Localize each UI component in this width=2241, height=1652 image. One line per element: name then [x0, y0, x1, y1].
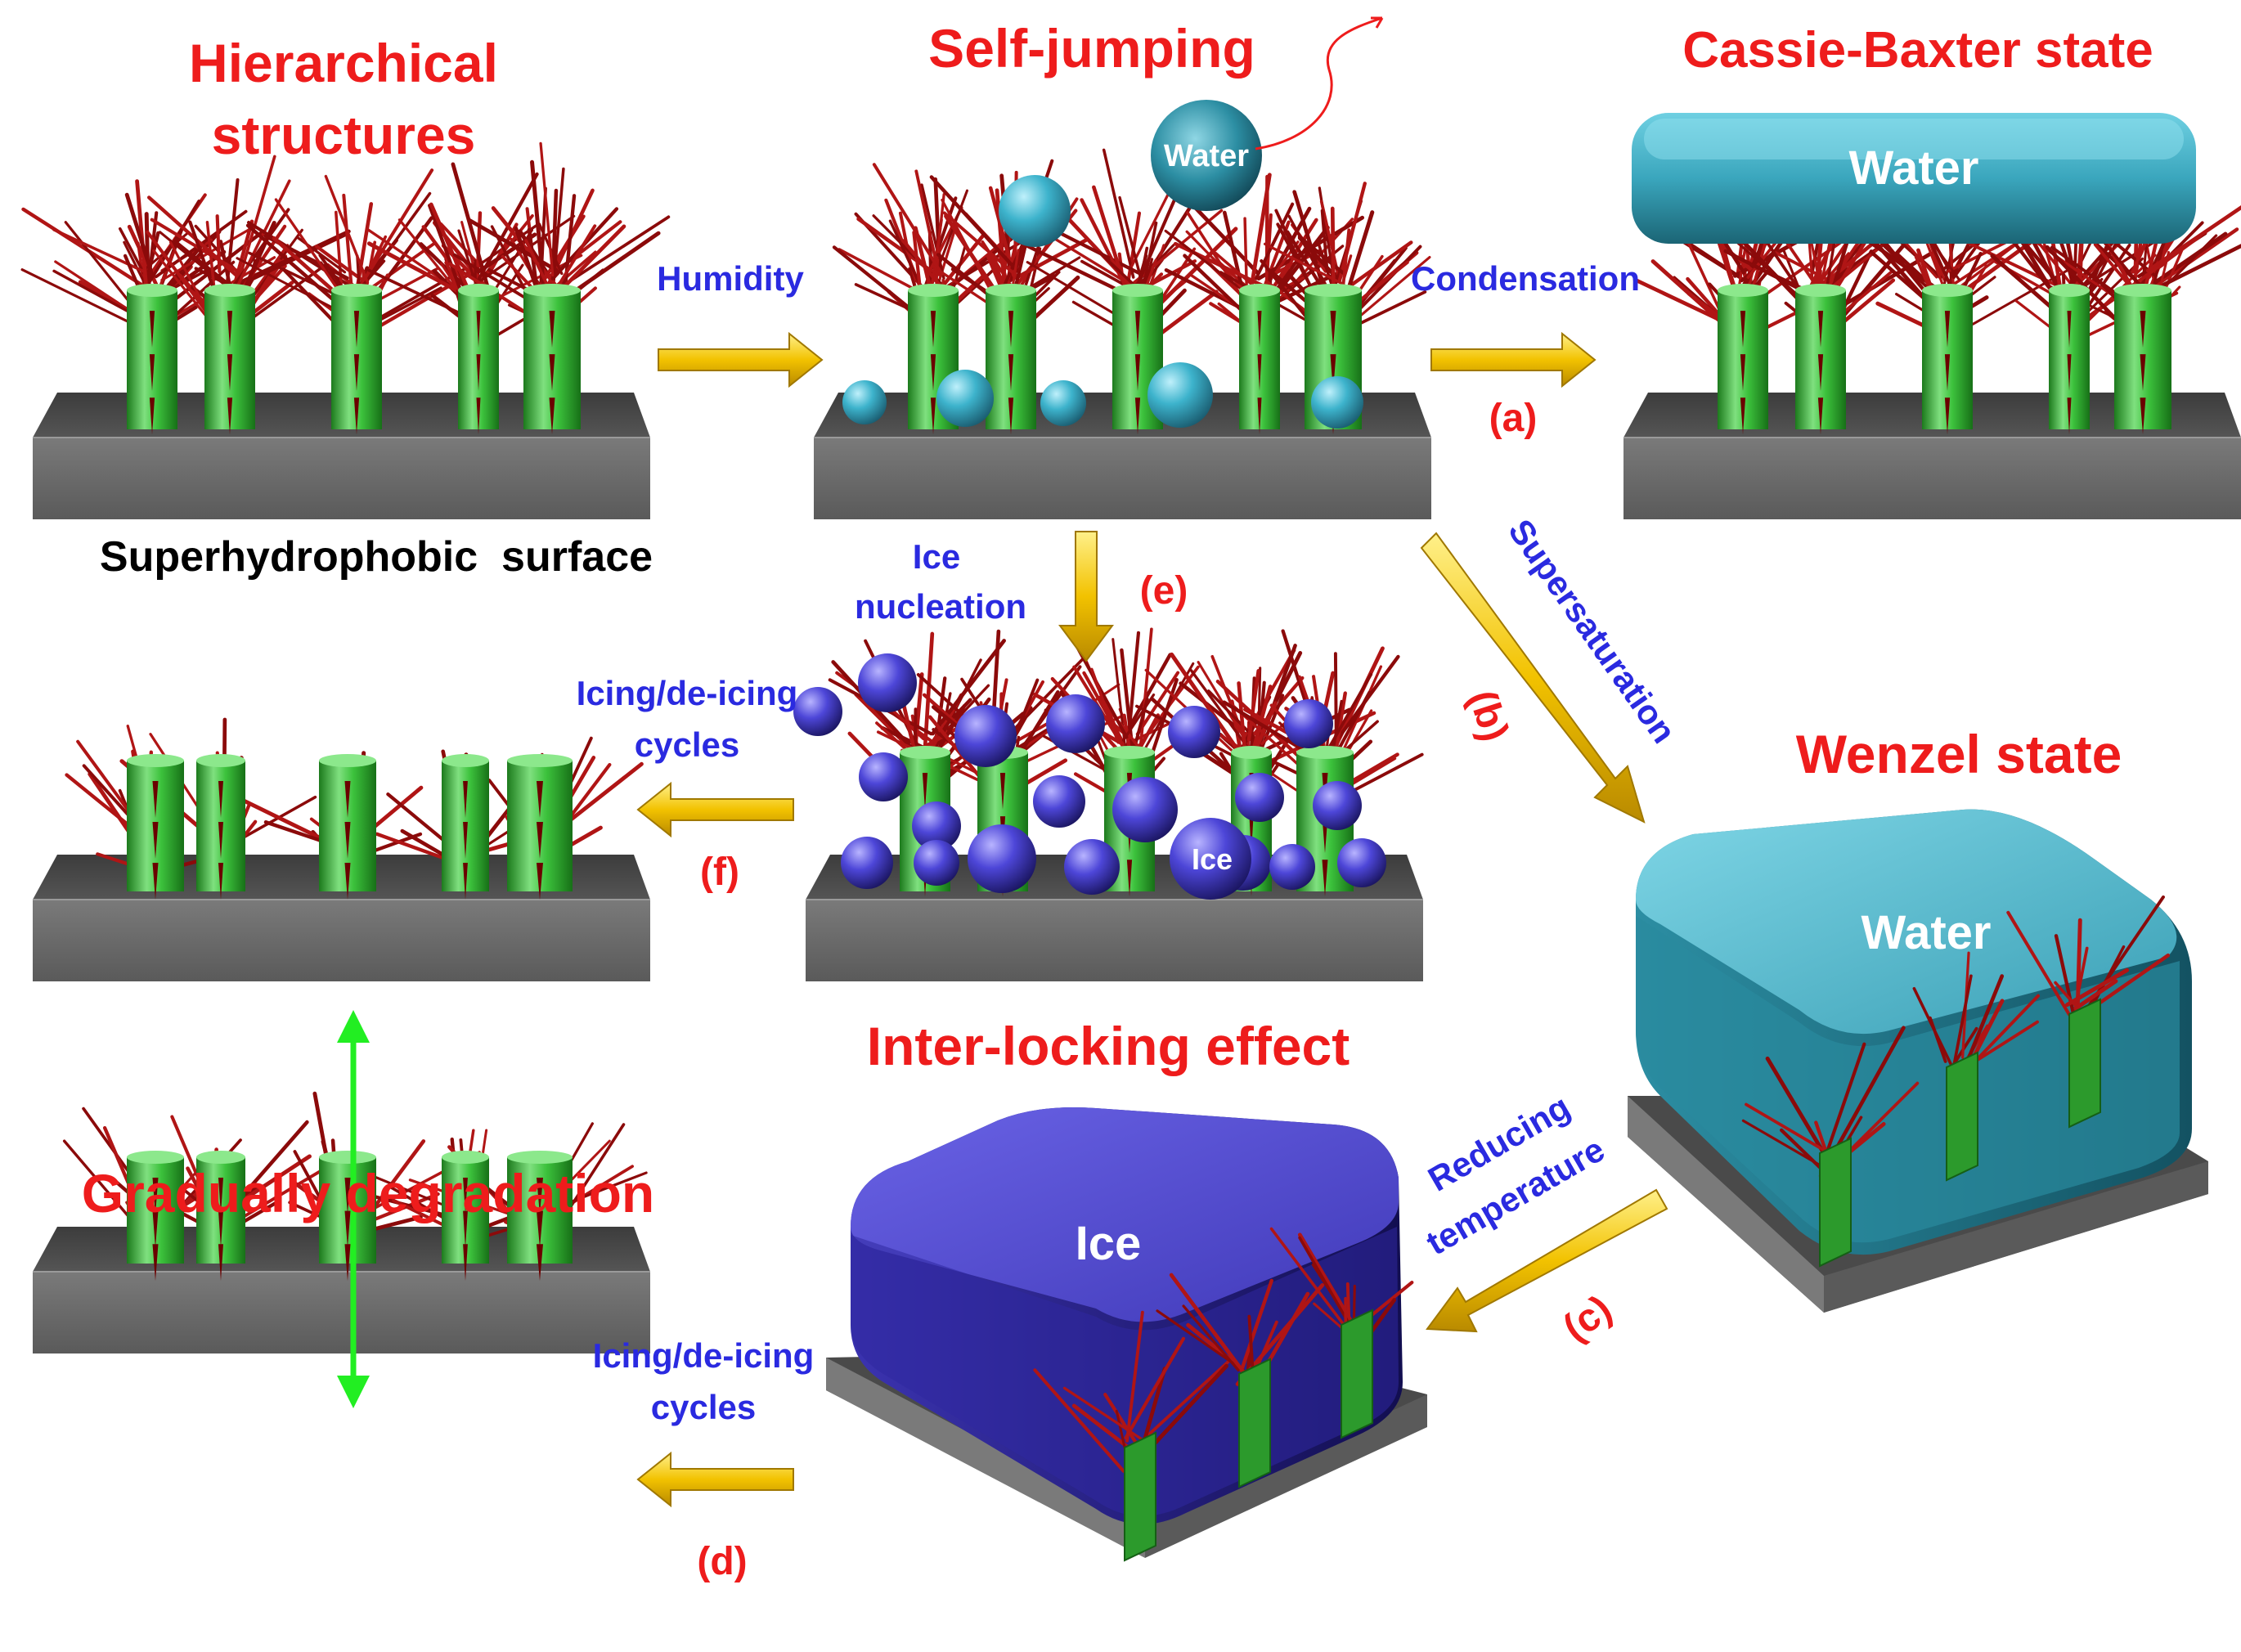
icing-cycles-f-label-line1: Icing/de-icing: [577, 674, 798, 712]
ice-nucleation-label-line2: nucleation: [855, 587, 1026, 626]
step-b-marker: (b): [1460, 685, 1516, 747]
icing-cycles-f-arrow: [636, 781, 794, 838]
self-jumping-panel: [814, 148, 1431, 519]
jump-trajectory: [1255, 16, 1383, 150]
supersaturation-label: Supersaturation: [1501, 512, 1683, 750]
wenzel-water-label: Water: [1862, 906, 1992, 959]
step-a-marker: (a): [1489, 397, 1538, 440]
supersaturation-arrow: [1420, 532, 1646, 824]
icing-cycles-d-label-line2: cycles: [651, 1388, 756, 1426]
ice-embedded-pillars: [1033, 1227, 1414, 1562]
cassie-baxter-title: Cassie-Baxter state: [1682, 22, 2153, 79]
ice-nuclei: Ice: [793, 653, 1386, 900]
hierarchical-title-line1: Hierarchical: [189, 33, 498, 93]
superhydrophobic-surface-panel: [20, 141, 671, 519]
step-e-marker: (e): [1140, 569, 1188, 613]
condensation-label: Condensation: [1411, 259, 1640, 298]
jump-trajectory-arrowhead: [1371, 16, 1384, 29]
interlocking-title: Inter-locking effect: [867, 1016, 1350, 1076]
wenzel-embedded-pillars: [1741, 895, 2171, 1268]
degraded-surface-f-panel: [33, 717, 650, 981]
self-jumping-title: Self-jumping: [928, 18, 1255, 79]
humidity-label: Humidity: [657, 259, 804, 298]
condensed-droplets: [842, 175, 1363, 429]
step-f-marker: (f): [700, 851, 739, 894]
reducing-temperature-arrow: [1426, 1188, 1668, 1333]
icing-cycles-d-arrow: [636, 1451, 794, 1508]
wenzel-block: Water: [1628, 809, 2208, 1313]
step-c-marker: (c): [1556, 1287, 1619, 1350]
ice-block-label: Ice: [1076, 1217, 1142, 1270]
water-droplet-label: Water: [1164, 139, 1249, 173]
degraded-surface-d-panel: [33, 1091, 650, 1353]
wenzel-title: Wenzel state: [1796, 724, 2122, 784]
hierarchical-title-line2: structures: [212, 105, 476, 165]
cassie-water-label: Water: [1849, 141, 1979, 195]
humidity-arrow: [658, 331, 824, 388]
ice-droplet-label: Ice: [1192, 842, 1233, 876]
degradation-double-arrow: [337, 1010, 370, 1408]
cassie-water-slab: Water: [1632, 113, 2196, 244]
icing-cycles-d-label-line1: Icing/de-icing: [593, 1336, 815, 1375]
jumping-water-droplet: Water: [1151, 100, 1262, 211]
ice-nucleation-label-line1: Ice: [913, 537, 960, 576]
condensation-arrow: [1430, 331, 1597, 388]
gradual-degradation-title: Gradually degradation: [82, 1163, 654, 1223]
superhydrophobic-surface-label: Superhydrophobic surface: [100, 533, 653, 581]
icing-cycles-f-label-line2: cycles: [635, 725, 739, 764]
step-d-marker: (d): [697, 1540, 747, 1583]
ice-nucleation-arrow: [1058, 531, 1114, 662]
